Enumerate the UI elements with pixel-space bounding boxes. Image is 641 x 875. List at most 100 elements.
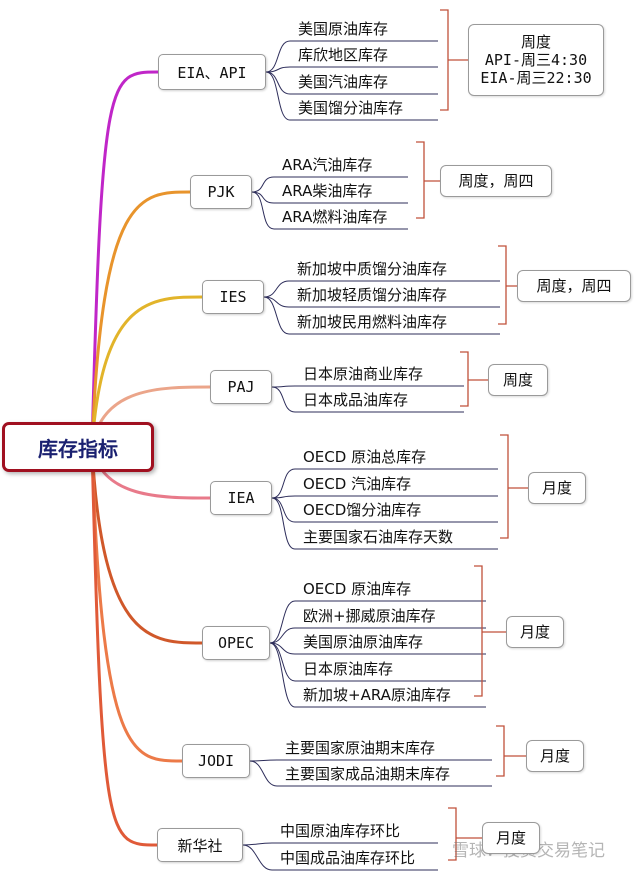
list-item: 新加坡民用燃料油库存 bbox=[297, 313, 448, 331]
frequency-text: 周度，周四 bbox=[458, 172, 534, 190]
list-item: ARA汽油库存 bbox=[282, 156, 373, 174]
list-item: 新加坡+ARA原油库存 bbox=[303, 686, 451, 704]
list-item: 美国原油库存 bbox=[298, 20, 389, 38]
bracket bbox=[448, 807, 482, 861]
item-connector bbox=[263, 280, 500, 298]
bracket bbox=[496, 725, 526, 777]
branch-node[interactable]: IES bbox=[202, 280, 264, 314]
list-item: 库欣地区库存 bbox=[298, 46, 389, 64]
frequency-text: 月度 bbox=[541, 479, 572, 497]
frequency-box: 周度，周四 bbox=[517, 270, 631, 302]
bracket bbox=[440, 9, 468, 111]
list-item: 新加坡轻质馏分油库存 bbox=[297, 286, 448, 304]
bracket bbox=[498, 245, 517, 325]
branch-node[interactable]: EIA、API bbox=[158, 54, 266, 90]
frequency-box: 月度 bbox=[526, 740, 584, 772]
branch-label: JODI bbox=[197, 752, 235, 770]
branch-label: IES bbox=[219, 288, 247, 306]
item-connector bbox=[251, 191, 408, 230]
item-connector bbox=[263, 296, 500, 308]
item-connector bbox=[265, 66, 438, 73]
branch-label: PJK bbox=[207, 183, 235, 201]
list-item: 美国原油原油库存 bbox=[303, 633, 424, 651]
branch-label: OPEC bbox=[217, 634, 255, 652]
list-item: 主要国家原油期末库存 bbox=[285, 739, 436, 757]
branch-connector bbox=[90, 190, 192, 449]
branch-node[interactable]: PAJ bbox=[210, 370, 272, 404]
list-item: 新加坡中质馏分油库存 bbox=[297, 260, 448, 278]
list-item: 主要国家石油库存天数 bbox=[303, 528, 454, 546]
frequency-text: 周度 bbox=[520, 33, 551, 51]
list-item: 美国馏分油库存 bbox=[298, 99, 404, 117]
item-connector bbox=[271, 385, 464, 388]
branch-label: EIA、API bbox=[177, 63, 247, 82]
item-connector bbox=[249, 760, 492, 787]
list-item: OECD 汽油库存 bbox=[303, 475, 412, 493]
branch-label: PAJ bbox=[227, 378, 255, 396]
frequency-box: 月度 bbox=[506, 616, 564, 648]
list-item: 中国原油库存环比 bbox=[280, 822, 401, 840]
bracket bbox=[474, 565, 506, 697]
item-connector bbox=[269, 642, 486, 682]
item-connector bbox=[265, 40, 438, 73]
item-connector bbox=[263, 296, 500, 335]
item-connector bbox=[251, 176, 408, 193]
branch-label: IEA bbox=[227, 489, 255, 507]
branch-connector bbox=[90, 445, 204, 645]
list-item: 日本原油商业库存 bbox=[303, 365, 424, 383]
branch-node[interactable]: JODI bbox=[182, 744, 250, 778]
bracket bbox=[500, 434, 528, 539]
branch-connector bbox=[90, 445, 184, 763]
branch-connector bbox=[90, 445, 159, 847]
list-item: 美国汽油库存 bbox=[298, 73, 389, 91]
frequency-text: 周度 bbox=[502, 371, 533, 389]
list-item: OECD馏分油库存 bbox=[303, 501, 422, 519]
list-item: 日本原油库存 bbox=[303, 660, 394, 678]
root-node[interactable]: 库存指标 bbox=[2, 422, 154, 472]
frequency-text: EIA-周三22:30 bbox=[480, 69, 592, 87]
list-item: ARA燃料油库存 bbox=[282, 208, 388, 226]
frequency-text: 周度，周四 bbox=[536, 277, 612, 295]
list-item: 主要国家成品油期末库存 bbox=[285, 765, 451, 783]
bracket bbox=[416, 141, 440, 219]
item-connector bbox=[271, 495, 498, 499]
frequency-text: API-周三4:30 bbox=[484, 51, 588, 69]
branch-connector bbox=[90, 70, 160, 449]
branch-node[interactable]: 新华社 bbox=[157, 828, 243, 862]
frequency-box: 周度 bbox=[488, 364, 548, 396]
frequency-text: 月度 bbox=[495, 829, 526, 847]
item-connector bbox=[271, 468, 498, 499]
item-connector bbox=[249, 759, 492, 762]
item-connector bbox=[269, 642, 486, 708]
frequency-box: 月度 bbox=[482, 822, 540, 854]
item-connector bbox=[271, 497, 498, 550]
branch-label: 新华社 bbox=[177, 836, 223, 855]
item-connector bbox=[242, 844, 438, 871]
item-connector bbox=[269, 600, 486, 644]
frequency-box: 月度 bbox=[528, 472, 586, 504]
branch-node[interactable]: OPEC bbox=[202, 626, 270, 660]
frequency-box: 周度，周四 bbox=[440, 165, 552, 197]
item-connector bbox=[265, 71, 438, 121]
list-item: ARA柴油库存 bbox=[282, 182, 373, 200]
list-item: 中国成品油库存环比 bbox=[280, 849, 416, 867]
frequency-text: 月度 bbox=[519, 623, 550, 641]
list-item: OECD 原油总库存 bbox=[303, 448, 427, 466]
list-item: 欧洲+挪威原油库存 bbox=[303, 607, 436, 625]
list-item: OECD 原油库存 bbox=[303, 580, 412, 598]
frequency-text: 月度 bbox=[539, 747, 570, 765]
item-connector bbox=[271, 386, 464, 413]
list-item: 日本成品油库存 bbox=[303, 391, 409, 409]
root-label: 库存指标 bbox=[38, 436, 118, 461]
branch-node[interactable]: IEA bbox=[210, 481, 272, 515]
item-connector bbox=[242, 842, 438, 846]
item-connector bbox=[269, 642, 486, 655]
branch-node[interactable]: PJK bbox=[190, 175, 252, 209]
bracket bbox=[460, 351, 488, 407]
item-connector bbox=[251, 191, 408, 204]
item-connector bbox=[269, 627, 486, 644]
branch-connector bbox=[90, 295, 204, 449]
